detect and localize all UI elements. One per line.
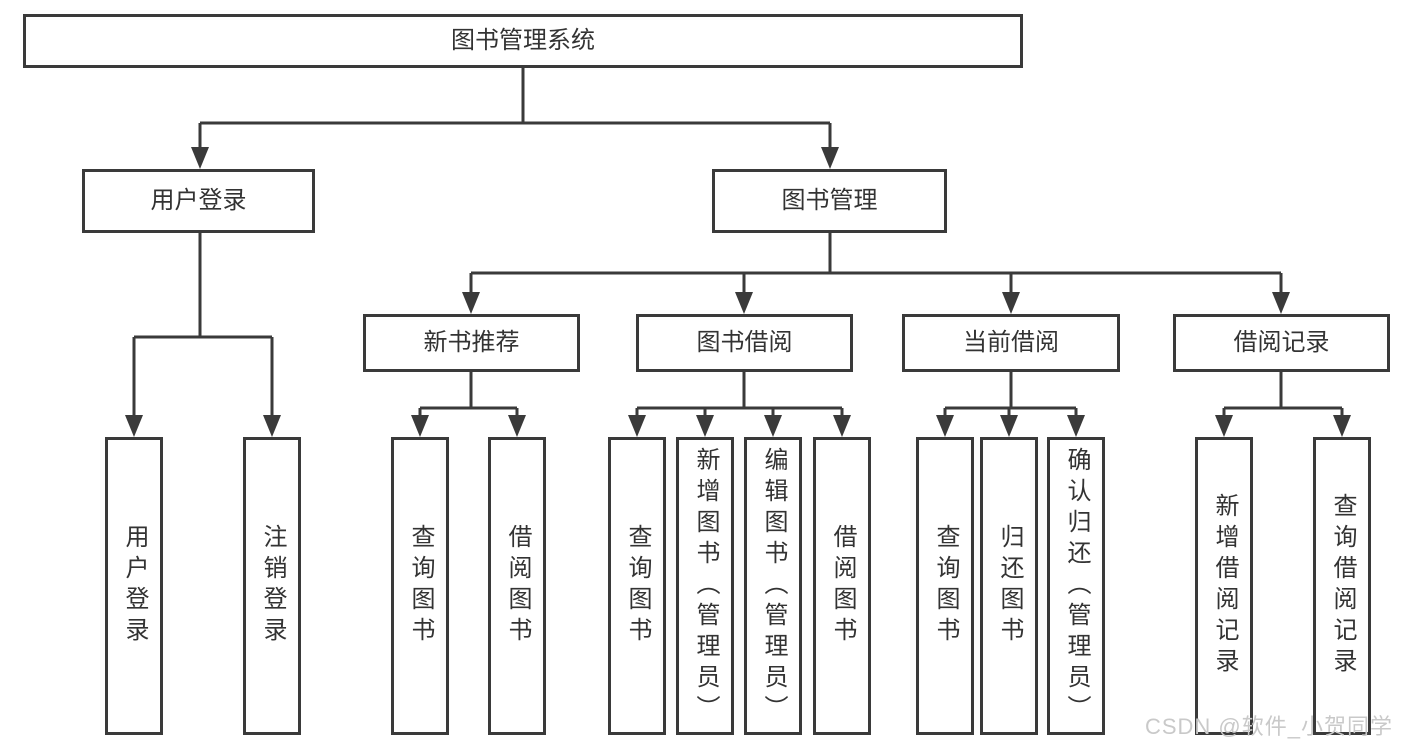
node-new-book-recommendation: 新书推荐 [363,314,580,372]
leaf-user-login: 用户登录 [105,437,163,735]
arrowheads [125,147,1351,437]
node-book-borrowing: 图书借阅 [636,314,853,372]
leaf-edit-books-admin: 编辑图书（管理员） [744,437,802,735]
node-borrowing-records: 借阅记录 [1173,314,1390,372]
leaf-borrow-books: 借阅图书 [813,437,871,735]
leaf-recommend-query-books: 查询图书 [391,437,449,735]
node-root: 图书管理系统 [23,14,1023,68]
leaf-current-query-books: 查询图书 [916,437,974,735]
leaf-add-borrow-record: 新增借阅记录 [1195,437,1253,735]
leaf-return-books: 归还图书 [980,437,1038,735]
node-user-login: 用户登录 [82,169,315,233]
leaf-query-borrow-record: 查询借阅记录 [1313,437,1371,735]
leaf-add-books-admin: 新增图书（管理员） [676,437,734,735]
leaf-recommend-borrow-books: 借阅图书 [488,437,546,735]
leaf-logout: 注销登录 [243,437,301,735]
leaf-confirm-return-admin: 确认归还（管理员） [1047,437,1105,735]
node-book-management: 图书管理 [712,169,947,233]
leaf-borrowing-query-books: 查询图书 [608,437,666,735]
node-current-borrowing: 当前借阅 [902,314,1120,372]
csdn-watermark: CSDN @软件_小贺同学 [1144,714,1393,739]
